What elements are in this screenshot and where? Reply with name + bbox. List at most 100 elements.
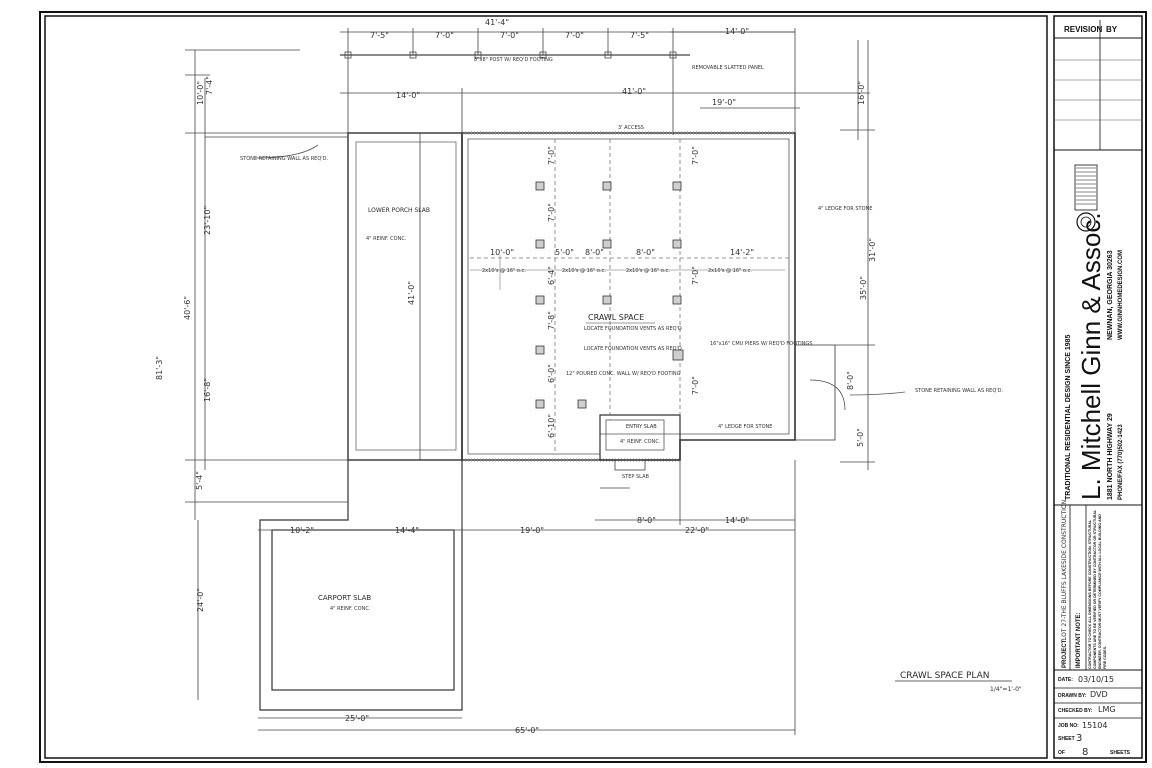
- dim-row-1: 10'-0": [490, 248, 514, 257]
- dim-col-7: 6'-0": [547, 364, 556, 383]
- job-value: 15104: [1082, 721, 1107, 730]
- dim-mid-center: 41'-0": [622, 87, 646, 96]
- dim-col-4: 6'-4": [547, 266, 556, 285]
- dim-col-2: 7'-0": [547, 203, 556, 222]
- firm-address: 1881 NORTH HIGHWAY 29: [1107, 413, 1114, 500]
- dim-low-5: 8'-0": [637, 516, 656, 525]
- dim-low-1: 10'-2": [290, 526, 314, 535]
- carport-note: 4" REINF. CONC.: [330, 606, 371, 612]
- ledge-note-2: 4" LEDGE FOR STONE: [718, 424, 772, 430]
- crawl-note-2: LOCATE FOUNDATION VENTS AS REQ'D: [584, 346, 682, 352]
- note-label: IMPORTANT NOTE:: [1076, 612, 1082, 668]
- checked-label: CHECKED BY:: [1058, 708, 1093, 714]
- access-note: 3' ACCESS: [618, 125, 644, 131]
- pier-note: 16"x16" CMU PIERS W/ REQ'D FOOTINGS: [710, 341, 812, 347]
- dim-row-5: 14'-2": [730, 248, 754, 257]
- carport-label: CARPORT SLAB: [318, 594, 371, 602]
- dim-col-9: 6'-10": [547, 414, 556, 438]
- sheet-border-outer: [39, 11, 1147, 763]
- joist-label-4: 2x10's @ 16" o.c.: [708, 268, 752, 274]
- sheets-value: 8: [1082, 747, 1088, 758]
- dim-right-c: 31'-0": [868, 238, 877, 262]
- entry-slab-label: ENTRY SLAB: [626, 424, 657, 430]
- stone-wall-left-note: STONE RETAINING WALL AS REQ'D.: [240, 156, 328, 162]
- dim-left-f: 5'-4": [195, 471, 204, 490]
- dim-col-5: 7'-0": [691, 266, 700, 285]
- dim-left-a: 10'-0": [196, 81, 205, 105]
- crawl-note-1: LOCATE FOUNDATION VENTS AS REQ'D: [584, 326, 682, 332]
- dim-bay-5: 7'-5": [630, 31, 649, 40]
- dim-left-g: 24'-0": [196, 588, 205, 612]
- crawl-note-3: 12" POURED CONC. WALL W/ REQ'D FOOTING: [566, 371, 681, 377]
- dim-low-2: 14'-4": [395, 526, 419, 535]
- plan-title: CRAWL SPACE PLAN: [900, 671, 990, 681]
- dim-low-6: 14'-0": [725, 516, 749, 525]
- firm-website: WWW.GINNHOMEDESIGN.COM: [1118, 250, 1124, 340]
- note-text-container: CONTRACTOR TO CHECK ALL DIMENSIONS BEFOR…: [1088, 510, 1107, 669]
- dim-bottom-total: 65'-0": [515, 726, 539, 735]
- dim-low-3: 19'-0": [520, 526, 544, 535]
- joist-label-1: 2x10's @ 16" o.c.: [482, 268, 526, 274]
- dim-left-c: 40'-6": [183, 296, 192, 320]
- dim-col-3: 7'-0": [691, 146, 700, 165]
- dim-left-e: 16'-8": [203, 378, 212, 402]
- dim-col-8: 7'-0": [691, 376, 700, 395]
- firm-name: L. Mitchell Ginn & Assoc.: [1076, 212, 1106, 500]
- drawn-label: DRAWN BY:: [1058, 693, 1087, 699]
- dim-col-6: 7'-8": [547, 311, 556, 330]
- firm-logo-icon: [1074, 164, 1098, 232]
- dim-bay-1: 7'-5": [370, 31, 389, 40]
- dim-bottom-1: 25'-0": [345, 714, 369, 723]
- step-slab-label: STEP SLAB: [622, 474, 649, 480]
- joist-label-3: 2x10's @ 16" o.c.: [626, 268, 670, 274]
- dim-low-4: 22'-0": [685, 526, 709, 535]
- project-label: PROJECT:: [1062, 638, 1068, 668]
- dim-left-d: 23'-10": [203, 206, 212, 235]
- dim-right-a: 16'-0": [857, 81, 866, 105]
- ledge-note-1: 4" LEDGE FOR STONE: [818, 206, 872, 212]
- plan-scale: 1/4"=1'-0": [990, 686, 1022, 693]
- crawl-space-label: CRAWL SPACE: [588, 313, 644, 322]
- footing-note: 8"x8" POST W/ REQ'D FOOTING: [474, 57, 553, 63]
- job-label: JOB NO:: [1058, 723, 1079, 729]
- dim-mid-right: 19'-0": [712, 98, 736, 107]
- lower-porch-note: 4" REINF. CONC.: [366, 236, 407, 242]
- by-label: BY: [1106, 25, 1118, 34]
- entry-slab-note: 4" REINF. CONC.: [620, 439, 661, 445]
- dim-right-d: 8'-0": [846, 371, 855, 390]
- sheet-value: 3: [1076, 733, 1082, 744]
- dim-mid-left: 14'-0": [396, 91, 420, 100]
- dim-bay-2: 7'-0": [435, 31, 454, 40]
- dim-left-total: 81'-3": [155, 356, 164, 380]
- title-block: REVISION BY TRADITIONAL RESIDENTIAL DESI…: [1054, 20, 1142, 758]
- dim-bay-4: 7'-0": [565, 31, 584, 40]
- dim-porch-depth: 41'-0": [407, 281, 416, 305]
- lower-porch-label: LOWER PORCH SLAB: [368, 207, 430, 214]
- firm-tagline: TRADITIONAL RESIDENTIAL DESIGN SINCE 198…: [1065, 334, 1072, 500]
- sheets-label: SHEETS: [1110, 750, 1131, 756]
- date-label: DATE:: [1058, 677, 1073, 683]
- title-block-border: [1053, 15, 1143, 759]
- plan-text: CRAWL SPACE PLAN 1/4"=1'-0" 41'-4" 14'-0…: [155, 18, 1022, 735]
- revision-label: REVISION: [1064, 25, 1102, 34]
- dim-row-3: 8'-0": [585, 248, 604, 257]
- stone-wall-right-note: STONE RETAINING WALL AS REQ'D.: [915, 388, 1003, 394]
- dim-right-b: 35'-0": [859, 276, 868, 300]
- dim-row-2: 5'-0": [555, 248, 574, 257]
- plan-linework: [185, 28, 906, 735]
- dim-left-b: 7'-4": [205, 76, 214, 95]
- dim-bay-3: 7'-0": [500, 31, 519, 40]
- of-label: OF: [1058, 750, 1065, 756]
- sheet-label: SHEET: [1058, 736, 1075, 742]
- dim-top-total: 41'-4": [485, 18, 509, 27]
- firm-phone: PHONE/FAX (770)502-1423: [1118, 424, 1124, 500]
- firm-city: NEWNAN, GEORGIA 30263: [1107, 250, 1114, 340]
- dim-col-1: 7'-0": [547, 146, 556, 165]
- drawn-value: DVD: [1090, 690, 1108, 699]
- joist-label-2: 2x10's @ 16" o.c.: [562, 268, 606, 274]
- dim-top-right: 14'-0": [725, 27, 749, 36]
- date-value: 03/10/15: [1078, 675, 1114, 684]
- dim-row-4: 8'-0": [636, 248, 655, 257]
